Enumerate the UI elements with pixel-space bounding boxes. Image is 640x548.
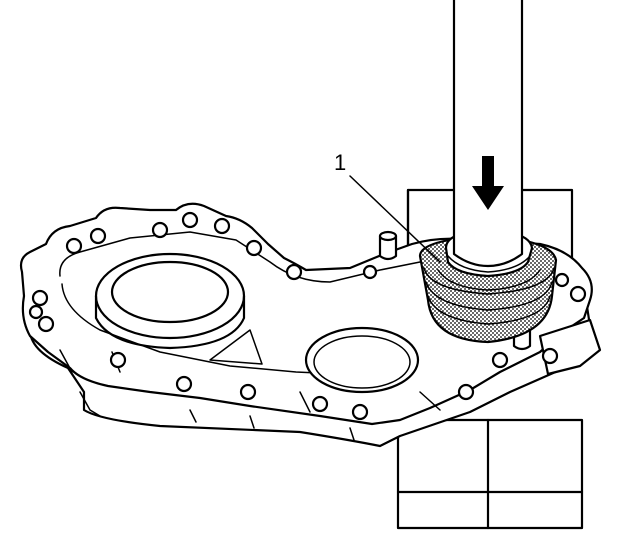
driver-handle xyxy=(452,0,524,268)
callout-label-1: 1 xyxy=(334,150,347,175)
center-bore xyxy=(304,326,420,394)
bolt-holes xyxy=(28,211,587,421)
left-bore xyxy=(94,252,246,350)
arrow-down-icon xyxy=(472,156,504,210)
callout-leader-line xyxy=(349,175,441,263)
